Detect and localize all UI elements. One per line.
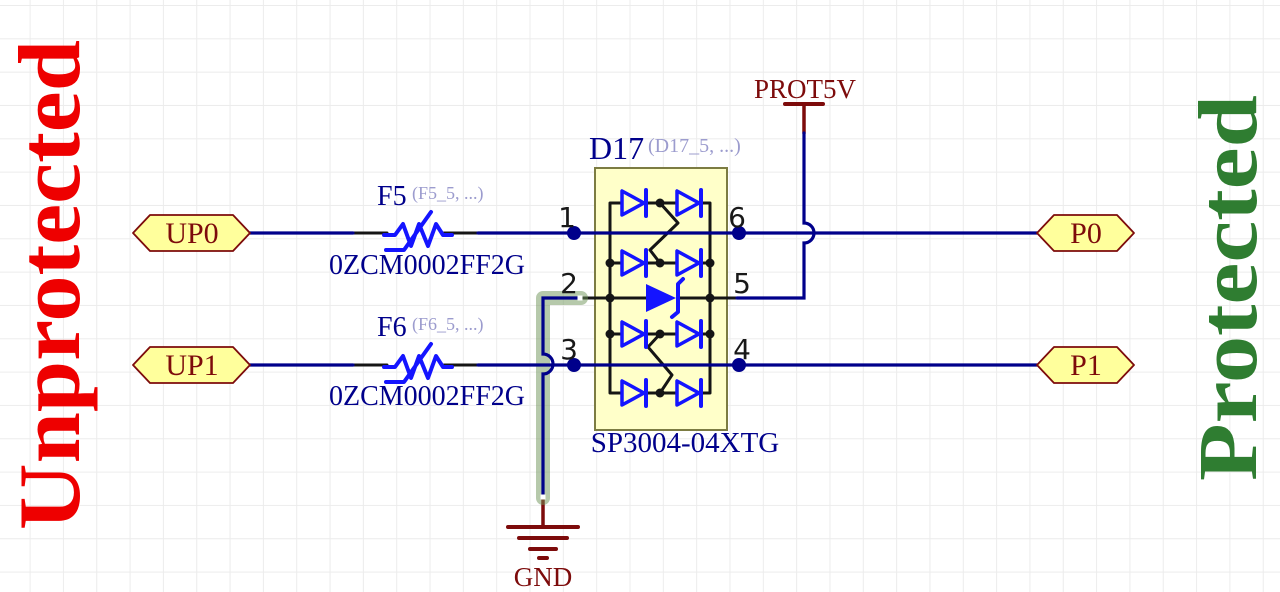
junction-dots xyxy=(567,226,746,372)
wire-end-marker xyxy=(540,494,546,500)
port-p1-label: P1 xyxy=(1070,349,1102,382)
wire-end-marker xyxy=(577,295,583,301)
port-p1[interactable] xyxy=(1036,346,1135,384)
port-p0[interactable] xyxy=(1036,214,1135,252)
d17-crossover-bottom xyxy=(646,332,674,395)
d17-pin-number-4: 4 xyxy=(733,333,751,366)
protected-annotation: Protected xyxy=(1182,95,1275,481)
net-highlight-gnd xyxy=(536,291,588,505)
d17-internal-junction-dots xyxy=(605,198,715,398)
port-p0-label: P0 xyxy=(1070,217,1102,250)
steering-diode-icons xyxy=(620,188,703,408)
port-up1[interactable] xyxy=(132,346,251,384)
fuse-f5-part-number: 0ZCM0002FF2G xyxy=(329,250,525,281)
d17-pin-number-6: 6 xyxy=(728,201,746,234)
fuse-f6-symbol[interactable] xyxy=(382,342,454,384)
port-up0[interactable] xyxy=(132,214,251,252)
fuse-f6-variant: (F6_5, ...) xyxy=(412,314,484,335)
port-up0-label: UP0 xyxy=(165,217,218,250)
d17-pin-number-2: 2 xyxy=(560,267,578,300)
fuse-f6-designator: F6 xyxy=(377,312,407,343)
port-up1-label: UP1 xyxy=(165,349,218,382)
d17-pin-number-3: 3 xyxy=(560,333,578,366)
junction-dot xyxy=(732,226,746,240)
fuse-f6-part-number: 0ZCM0002FF2G xyxy=(329,381,525,412)
unprotected-annotation: Unprotected xyxy=(2,40,99,530)
d17-pin-number-5: 5 xyxy=(733,267,751,300)
power-port-prot5v[interactable] xyxy=(783,102,825,135)
d17-designator: D17 xyxy=(589,130,644,166)
d17-variant: (D17_5, ...) xyxy=(648,135,741,157)
diode-array-d17[interactable] xyxy=(577,167,739,431)
prot5v-label: PROT5V xyxy=(754,74,857,104)
fuse-f5-designator: F5 xyxy=(377,181,407,212)
gnd-label: GND xyxy=(514,562,573,592)
fuse-f5-variant: (F5_5, ...) xyxy=(412,183,484,204)
wire-prot5v-to-pin5[interactable] xyxy=(735,131,816,300)
gnd-symbol[interactable] xyxy=(506,495,580,560)
fuse-f5-symbol[interactable] xyxy=(382,210,454,252)
wire-pin2-to-gnd[interactable] xyxy=(541,296,583,499)
gnd-bars xyxy=(506,525,580,560)
d17-crossover-top xyxy=(648,201,680,265)
d17-pin-number-1: 1 xyxy=(558,201,576,234)
junction-dot xyxy=(567,226,581,240)
junction-dot xyxy=(567,358,581,372)
junction-dot xyxy=(732,358,746,372)
tvs-zener-diode-icon xyxy=(646,277,685,319)
d17-part-number: SP3004-04XTG xyxy=(591,427,780,459)
